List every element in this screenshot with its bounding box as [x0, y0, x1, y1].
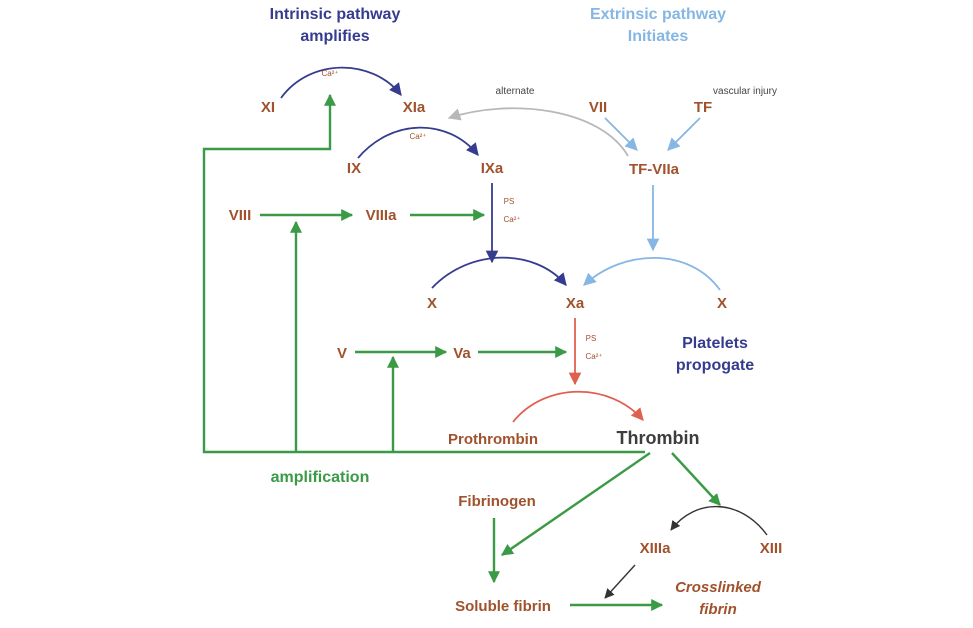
ca-label-ixa: Ca²⁺ — [503, 215, 520, 224]
alternate-note: alternate — [496, 86, 535, 97]
platelets-heading-line1: Platelets — [682, 335, 748, 352]
factor-tf: TF — [694, 99, 712, 116]
factor-fibrinogen: Fibrinogen — [458, 493, 536, 510]
x-to-xa-arc — [431, 256, 567, 289]
crosslinking-arrows — [604, 505, 768, 599]
ca-label-ix: Ca²⁺ — [409, 132, 426, 141]
intrinsic-arrows — [280, 66, 567, 289]
factor-tf-viia: TF-VIIa — [629, 161, 680, 178]
factor-xiiia: XIIIa — [640, 540, 672, 557]
alternate-arrow — [447, 107, 629, 157]
xiiia-to-crosslinked-arrow — [604, 564, 636, 599]
extrinsic-heading-line1: Extrinsic pathway — [590, 6, 726, 23]
vascular-injury-note: vascular injury — [713, 86, 777, 97]
extrinsic-arrows — [583, 117, 721, 291]
ps-label-ixa: PS — [504, 197, 515, 206]
factor-va: Va — [453, 345, 471, 362]
thrombin-formation-arrows — [512, 318, 644, 423]
factor-crosslinked-line1: Crosslinked — [675, 579, 762, 596]
amplification-arrows — [202, 93, 721, 611]
ca-label-xa: Ca²⁺ — [585, 352, 602, 361]
factor-xa: Xa — [566, 295, 585, 312]
factor-ix: IX — [347, 160, 361, 177]
tf-to-tf-viia-arrow — [667, 117, 701, 151]
intrinsic-heading-line2: amplifies — [300, 28, 369, 45]
platelets-heading-line2: propogate — [676, 357, 754, 374]
factor-xia: XIa — [403, 99, 426, 116]
extrinsic-heading-line2: Initiates — [628, 28, 689, 45]
factor-soluble-fibrin: Soluble fibrin — [455, 598, 551, 615]
amplification-label: amplification — [271, 469, 370, 486]
factor-viiia: VIIIa — [366, 207, 398, 224]
factor-viii: VIII — [229, 207, 252, 224]
ps-label-xa: PS — [586, 334, 597, 343]
factor-x-left: X — [427, 295, 437, 312]
factor-thrombin: Thrombin — [617, 428, 700, 448]
thrombin-to-fibrin-arrow — [501, 452, 651, 556]
thrombin-to-xiii-arrow — [671, 452, 721, 506]
ix-to-ixa-arc — [357, 126, 479, 159]
amplification-main-line — [202, 93, 645, 454]
factor-v: V — [337, 345, 347, 362]
factor-x-right: X — [717, 295, 727, 312]
xiii-to-xiiia-arc — [670, 505, 768, 536]
ca-label-xi: Ca²⁺ — [321, 69, 338, 78]
x-right-to-xa-arc — [583, 256, 721, 291]
factor-crosslinked-line2: fibrin — [699, 601, 737, 618]
factor-prothrombin: Prothrombin — [448, 431, 538, 448]
factor-ixa: IXa — [481, 160, 504, 177]
prothrombin-to-thrombin-arc — [512, 390, 644, 423]
vii-to-tf-viia-arrow — [604, 117, 638, 151]
factor-vii: VII — [589, 99, 607, 116]
factor-xi: XI — [261, 99, 275, 116]
intrinsic-heading-line1: Intrinsic pathway — [270, 6, 401, 23]
xi-to-xia-arc — [280, 66, 402, 99]
factor-xiii: XIII — [760, 540, 783, 557]
